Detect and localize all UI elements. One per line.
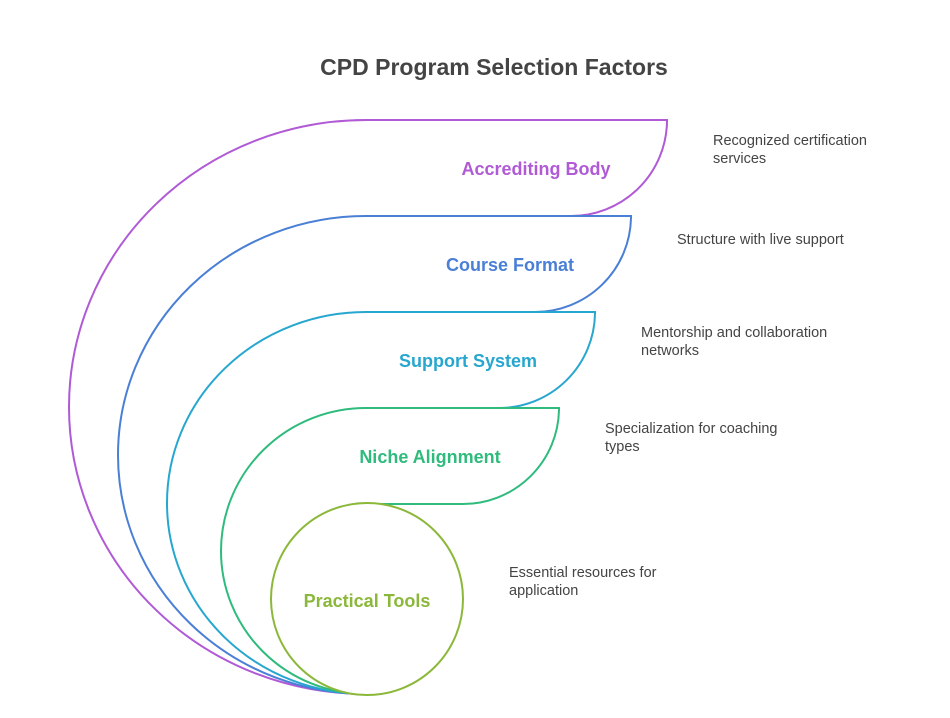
layer-description: Recognized certification services (713, 133, 871, 167)
layer-description: Essential resources for application (509, 565, 661, 599)
layer-label: Course Format (446, 255, 574, 275)
layer-label: Support System (399, 351, 537, 371)
layer-practical-tools: Practical Tools Essential resources for … (270, 502, 661, 696)
layer-label: Practical Tools (304, 591, 431, 611)
diagram-title: CPD Program Selection Factors (320, 54, 668, 80)
layer-label: Accrediting Body (461, 159, 610, 179)
layer-description: Specialization for coaching types (605, 421, 782, 455)
layer-label: Niche Alignment (359, 447, 500, 467)
layer-shape (270, 502, 464, 696)
layer-description: Structure with live support (677, 232, 844, 248)
layer-description: Mentorship and collaboration networks (641, 325, 831, 359)
